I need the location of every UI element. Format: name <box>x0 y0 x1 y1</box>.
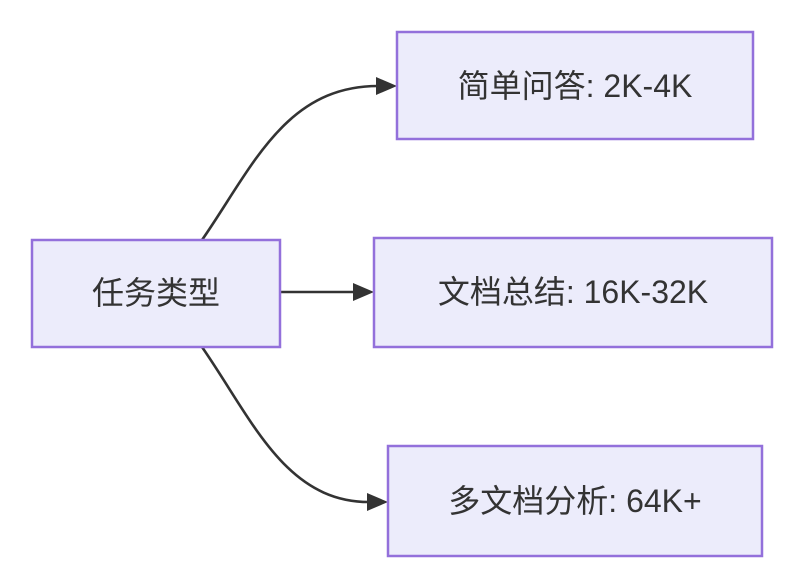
node-task-type-label: 任务类型 <box>92 275 220 311</box>
node-doc-summary-box <box>372 236 774 349</box>
node-task-type-box <box>30 238 282 349</box>
arrowhead-icon <box>353 283 374 301</box>
node-multi-doc-label: 多文档分析: 64K+ <box>448 483 701 519</box>
arrowhead-icon <box>367 493 388 511</box>
arrowhead-icon <box>376 77 397 95</box>
edge-curve-up <box>200 84 379 241</box>
edge-task-to-simple-qa <box>200 77 397 241</box>
edge-task-to-multi-doc <box>200 346 388 511</box>
edge-curve-down <box>200 346 370 504</box>
node-simple-qa: 简单问答: 2K-4K <box>395 30 755 141</box>
node-multi-doc-box <box>386 444 764 558</box>
node-doc-summary-label: 文档总结: 16K-32K <box>438 274 708 310</box>
node-simple-qa-box <box>395 30 755 141</box>
node-doc-summary: 文档总结: 16K-32K <box>372 236 774 349</box>
edge-task-to-doc-summary <box>281 283 374 301</box>
node-simple-qa-label: 简单问答: 2K-4K <box>458 68 693 104</box>
node-multi-doc: 多文档分析: 64K+ <box>386 444 764 558</box>
node-task-type: 任务类型 <box>30 238 282 349</box>
